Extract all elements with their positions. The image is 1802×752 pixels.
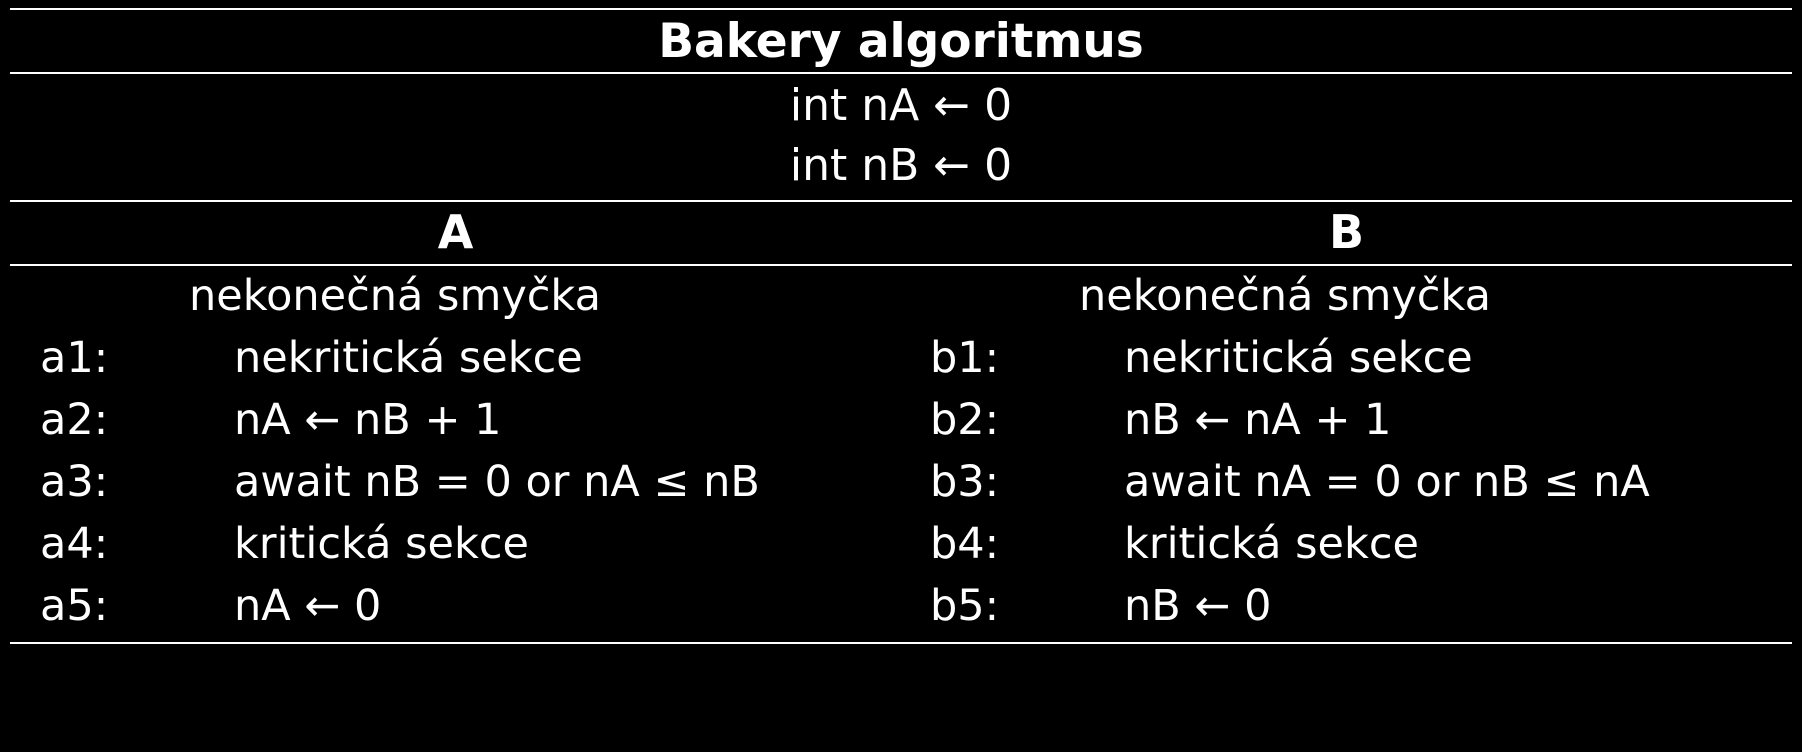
line-statement: nB ← nA + 1 xyxy=(1124,395,1392,445)
declarations-rule xyxy=(10,200,1792,202)
title-rule xyxy=(10,72,1792,74)
declaration-na: int nA ← 0 xyxy=(789,80,1013,131)
loop-label-a: nekonečná smyčka xyxy=(189,271,601,321)
line-label: a1: xyxy=(40,333,109,383)
column-header-b: B xyxy=(1328,205,1365,259)
table-title: Bakery algoritmus xyxy=(658,14,1144,69)
declaration-nb: int nB ← 0 xyxy=(789,140,1013,191)
header-rule xyxy=(10,264,1792,266)
line-statement: nekritická sekce xyxy=(234,333,583,383)
line-label: b5: xyxy=(930,581,1000,631)
line-statement: kritická sekce xyxy=(1124,519,1419,569)
loop-label-b: nekonečná smyčka xyxy=(1079,271,1491,321)
line-label: a3: xyxy=(40,457,109,507)
top-rule xyxy=(10,8,1792,10)
line-label: b1: xyxy=(930,333,1000,383)
line-statement: nA ← nB + 1 xyxy=(234,395,502,445)
line-label: a4: xyxy=(40,519,109,569)
line-label: b4: xyxy=(930,519,1000,569)
line-statement: await nA = 0 or nB ≤ nA xyxy=(1124,457,1650,507)
line-statement: nA ← 0 xyxy=(234,581,382,631)
column-header-a: A xyxy=(437,205,474,259)
line-statement: await nB = 0 or nA ≤ nB xyxy=(234,457,760,507)
line-statement: nekritická sekce xyxy=(1124,333,1473,383)
line-statement: kritická sekce xyxy=(234,519,529,569)
bottom-rule xyxy=(10,642,1792,644)
line-statement: nB ← 0 xyxy=(1124,581,1272,631)
line-label: a2: xyxy=(40,395,109,445)
line-label: b3: xyxy=(930,457,1000,507)
line-label: b2: xyxy=(930,395,1000,445)
line-label: a5: xyxy=(40,581,109,631)
